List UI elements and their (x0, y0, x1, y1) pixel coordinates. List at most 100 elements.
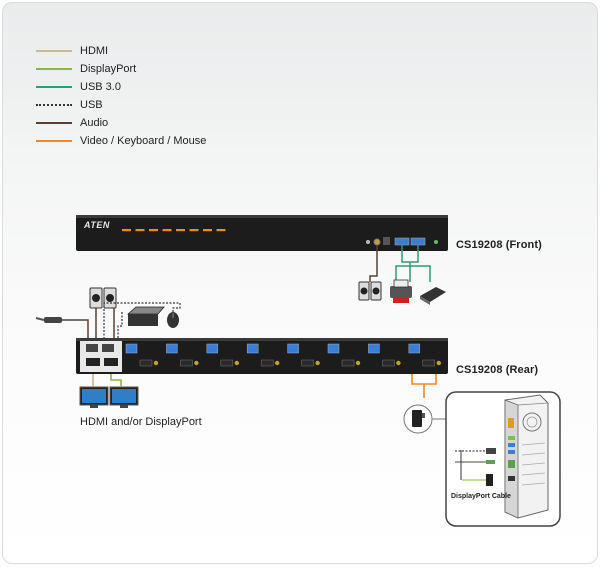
speaker-top-left-cone (92, 294, 100, 302)
drive-body (420, 287, 446, 302)
legend-swatch-usb (36, 104, 72, 106)
rear-usb3-port-2 (166, 343, 178, 354)
monitor-left-icon (79, 386, 109, 408)
legend-label-usb3: USB 3.0 (80, 81, 121, 93)
rear-video-port-5 (301, 359, 314, 367)
tower-slot-3 (521, 462, 546, 466)
legend-item-audio: Audio (36, 116, 276, 130)
legend-label-vkm: Video / Keyboard / Mouse (80, 135, 207, 147)
printer-paper (393, 279, 409, 288)
printer-icon (390, 279, 412, 303)
rear-usb3-port-3 (206, 343, 219, 354)
legend-label-usb: USB (80, 99, 103, 111)
legend-item-usb: USB (36, 98, 276, 112)
tower-dp-port (508, 476, 515, 481)
front-connections (369, 245, 431, 282)
rear-kvm-ports (125, 343, 441, 367)
kvm-cable-plug (412, 410, 422, 427)
kvm-cable-plug-side (422, 413, 425, 418)
tower-psu-connector (508, 418, 514, 428)
front-usb-split (395, 265, 431, 282)
rear-unit (76, 338, 448, 374)
front-speakers (358, 281, 382, 301)
front-audio-cable (369, 245, 378, 282)
front-usb-port-1 (394, 237, 410, 246)
legend-label-hdmi: HDMI (80, 45, 109, 57)
rear-unit-body (76, 338, 448, 374)
front-led-1 (122, 229, 131, 232)
rear-audio-jack-1 (153, 360, 159, 366)
rear-usb3-port-1 (125, 343, 138, 354)
mic-plug-tip (35, 317, 45, 321)
tower-audio-stack (508, 460, 515, 468)
monitor-left-stand (90, 405, 98, 408)
keyboard-top (126, 306, 165, 315)
rear-usb3-port-4 (246, 343, 259, 354)
rear-console-dp-port (104, 358, 118, 366)
rear-video-port-6 (341, 359, 355, 367)
front-unit-body (76, 215, 448, 251)
console-caption: HDMI and/or DisplayPort (80, 416, 202, 428)
mic-audio-cable (76, 319, 89, 338)
rear-video-port-2 (180, 359, 193, 367)
tower-fan-inner (526, 416, 538, 428)
tower-usb-port (508, 443, 515, 447)
rear-audio-jack-2 (194, 360, 199, 366)
monitor-right-stand (120, 405, 128, 408)
external-drive-icon (420, 287, 446, 305)
tower-slot-4 (521, 472, 546, 476)
monitor-right-screen (112, 389, 136, 403)
rear-audio-jack-5 (315, 360, 320, 366)
rear-unit-label: CS19208 (Rear) (456, 364, 539, 376)
mic-plug-body (44, 317, 62, 323)
front-port-small (383, 237, 390, 245)
rear-video-port-3 (220, 359, 234, 367)
legend-swatch-displayport (36, 68, 72, 70)
rear-audio-jack-6 (355, 360, 361, 366)
tower-side (504, 399, 519, 519)
front-led-2 (135, 229, 145, 232)
tower-fan (522, 412, 542, 432)
mic-plug-icon (35, 317, 76, 323)
tower-slot-5 (521, 482, 546, 486)
monitor-left-screen (82, 389, 106, 403)
rear-console-port-2 (102, 344, 114, 352)
audio-plug-icon (486, 460, 495, 464)
front-unit-label: CS19208 (Front) (456, 239, 542, 251)
front-led-row (122, 229, 226, 232)
legend-swatch-hdmi (36, 50, 72, 52)
speaker-right-cone (372, 287, 380, 295)
front-unit-top-edge (76, 215, 448, 218)
front-led-3 (149, 229, 158, 232)
legend-label-displayport: DisplayPort (80, 63, 137, 75)
front-led-4 (162, 229, 172, 232)
front-led-5 (176, 229, 185, 232)
rear-console-hdmi-port (86, 358, 100, 366)
console-dp-cable (110, 374, 122, 386)
front-unit (76, 215, 448, 251)
top-speakers (89, 287, 117, 309)
rear-audio-jack-7 (396, 360, 401, 366)
rear-console-connections (76, 302, 181, 338)
tower-top-edge (517, 402, 549, 406)
rear-bottom-connections (92, 374, 437, 398)
front-power-led (434, 240, 438, 244)
legend-item-hdmi: HDMI (36, 44, 276, 58)
front-brand-logo: ATEN (84, 220, 110, 230)
drive-side (420, 296, 430, 305)
rear-video-port-7 (382, 359, 395, 367)
vkm-cable-top (411, 374, 437, 385)
front-led-8 (216, 229, 226, 232)
legend-swatch-audio (36, 122, 72, 124)
keyboard-icon (126, 306, 165, 326)
usb-plug-icon (486, 448, 496, 454)
rear-audio-jack-3 (234, 360, 239, 366)
rear-unit-top-edge (76, 338, 448, 341)
rear-usb3-port-5 (287, 343, 299, 354)
rear-audio-jack-4 (275, 360, 280, 366)
rear-console-port-1 (86, 344, 98, 352)
speaker-left-cone (360, 287, 368, 295)
computer-tower-icon (504, 394, 549, 519)
